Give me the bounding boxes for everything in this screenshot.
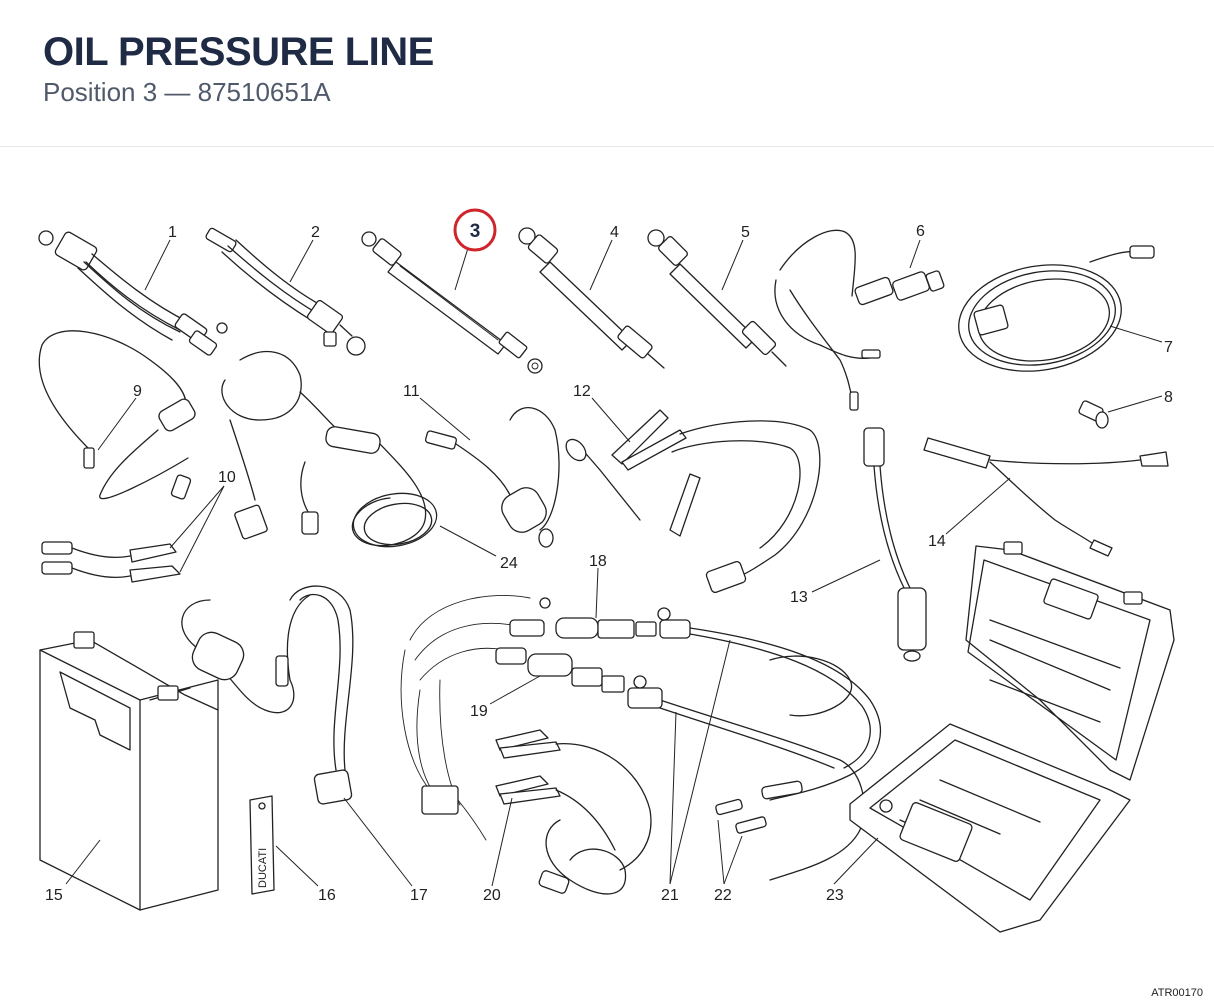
callout-13: 13: [790, 589, 808, 606]
tag-text: DUCATI: [257, 848, 269, 888]
callout-17: 17: [410, 887, 428, 904]
callout-18: 18: [589, 553, 607, 570]
leader-lines: [65, 239, 1163, 887]
callout-22: 22: [714, 887, 732, 904]
part-11-probe-lead[interactable]: [424, 407, 560, 548]
callout-5: 5: [741, 224, 750, 241]
callout-10: 10: [218, 469, 236, 486]
callout-1: 1: [168, 224, 177, 241]
part-23-tool-case[interactable]: [849, 541, 1175, 933]
part-9-sensor-lead[interactable]: [38, 330, 197, 500]
part-3-oil-pressure-line[interactable]: [361, 231, 543, 374]
part-13-adapter-lead[interactable]: [863, 427, 927, 662]
callout-20: 20: [483, 887, 501, 904]
callout-21: 21: [661, 887, 679, 904]
part-7-coiled-cable[interactable]: [950, 245, 1155, 383]
page-title: OIL PRESSURE LINE: [43, 30, 434, 74]
part-17-diagnostic-harness[interactable]: [181, 585, 354, 805]
page-subtitle: Position 3 — 87510651A: [43, 77, 331, 107]
highlight-label: 3: [470, 221, 481, 242]
part-21-extension-lead[interactable]: [627, 627, 882, 881]
callout-6: 6: [916, 223, 925, 240]
callout-7: 7: [1164, 339, 1173, 356]
part-20-clip-lead[interactable]: [495, 729, 652, 895]
callout-15: 15: [45, 887, 63, 904]
callout-labels: 1 2 4 5 6 7 8 9 10 11 12 13 14 15 16 17 …: [45, 223, 1173, 904]
part-10-clip-leads[interactable]: [41, 541, 181, 583]
part-4-pressure-hose[interactable]: [518, 227, 665, 369]
part-16-identification-tag[interactable]: DUCATI: [249, 795, 275, 895]
callout-19: 19: [470, 703, 488, 720]
part-2-hose-pair[interactable]: [205, 227, 366, 356]
part-19-connector-lead[interactable]: [495, 647, 625, 693]
callout-23: 23: [826, 887, 844, 904]
callout-2: 2: [311, 224, 320, 241]
part-12-clip-lead-set[interactable]: [562, 409, 821, 594]
callout-12: 12: [573, 383, 591, 400]
part-22-fittings[interactable]: [715, 798, 767, 834]
part-5-pressure-hose[interactable]: [647, 229, 787, 367]
callout-8: 8: [1164, 389, 1173, 406]
page-header: OIL PRESSURE LINE Position 3 — 87510651A: [0, 0, 1214, 147]
part-18-connector-lead[interactable]: [400, 595, 691, 841]
part-8-adapter[interactable]: [1078, 400, 1109, 429]
callout-24: 24: [500, 555, 518, 572]
callout-9: 9: [133, 383, 142, 400]
callout-4: 4: [610, 224, 619, 241]
part-1-hose-pair[interactable]: [38, 230, 228, 356]
part-15-carry-case[interactable]: [39, 631, 219, 911]
callout-11: 11: [403, 383, 420, 400]
callout-14: 14: [928, 533, 946, 550]
drawing-code: ATR00170: [1151, 987, 1203, 999]
part-14-spade-lead[interactable]: [923, 437, 1169, 557]
part-6-probe-lead[interactable]: [774, 229, 945, 411]
callout-16: 16: [318, 887, 336, 904]
highlight-marker[interactable]: 3: [453, 208, 497, 252]
part-24-coiled-harness[interactable]: [221, 350, 441, 553]
